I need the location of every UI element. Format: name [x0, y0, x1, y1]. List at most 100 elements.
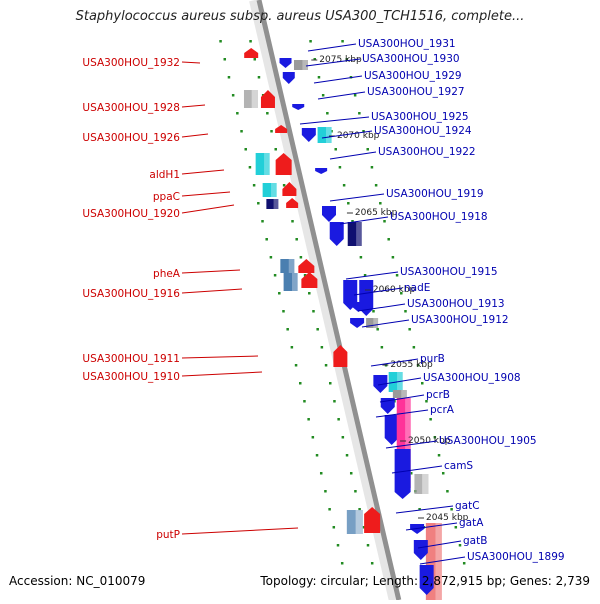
guide-dot	[354, 490, 357, 493]
guide-dot	[358, 112, 361, 115]
guide-dot	[309, 40, 312, 43]
reverse-gene-arrow	[282, 72, 295, 84]
guide-dot	[421, 382, 424, 385]
gene-label-right: USA300HOU_1919	[386, 188, 484, 200]
leader-line-right	[339, 216, 389, 225]
guide-dot	[404, 310, 407, 313]
gene-label-right: USA300HOU_1915	[400, 266, 498, 278]
forward-gene-arrow	[301, 272, 318, 288]
guide-dot	[366, 148, 369, 151]
guide-dot	[291, 220, 294, 223]
guide-dot	[334, 148, 337, 151]
reverse-gene-arrow	[279, 58, 292, 68]
guide-dot	[332, 526, 336, 529]
gene-label-right: camS	[444, 460, 473, 472]
guide-dot	[261, 220, 264, 223]
guide-dot	[282, 310, 285, 313]
leader-line-right	[405, 522, 458, 531]
leader-line-left	[181, 371, 263, 377]
guide-dot	[236, 112, 239, 115]
reverse-gene-arrow	[373, 375, 388, 393]
guide-dot	[299, 256, 303, 259]
guide-dot	[319, 472, 323, 475]
gene-label-left: USA300HOU_1911	[82, 353, 180, 365]
kbp-tick-label: 2045 kbp	[426, 513, 469, 523]
leader-line-right	[417, 540, 462, 549]
gene-block-shade	[251, 90, 258, 108]
guide-dot	[273, 274, 277, 277]
guide-dot	[351, 220, 354, 223]
reverse-gene-arrow	[329, 222, 344, 246]
guide-dot	[362, 526, 366, 529]
leader-line-right	[391, 465, 443, 474]
gene-block	[293, 60, 308, 70]
leader-line-left	[181, 355, 259, 359]
guide-dot	[391, 256, 395, 259]
guide-dot	[412, 346, 416, 349]
gene-label-left: USA300HOU_1932	[82, 57, 180, 69]
gene-label-left: ppaC	[153, 191, 180, 203]
gene-block-shade	[264, 153, 270, 175]
gene-block	[346, 510, 363, 534]
forward-gene-arrow	[364, 507, 381, 533]
gene-block	[266, 199, 279, 209]
gene-label-right: USA300HOU_1925	[371, 111, 469, 123]
guide-dot	[227, 76, 231, 79]
kbp-tick-label: 2065 kbp	[355, 208, 398, 218]
gene-label-right: pcrA	[430, 404, 455, 416]
gene-label-left: USA300HOU_1910	[82, 371, 180, 383]
guide-dot	[303, 400, 306, 403]
reverse-gene-arrow	[394, 449, 411, 499]
reverse-gene-arrow	[384, 415, 399, 445]
guide-dot	[282, 184, 286, 187]
guide-dot	[299, 382, 302, 385]
guide-dot	[312, 310, 315, 313]
guide-dot	[324, 490, 327, 493]
topology-text: Topology: circular; Length: 2,872,915 bp…	[260, 574, 590, 588]
forward-gene-arrow	[286, 198, 299, 208]
guide-dot	[379, 202, 382, 205]
guide-dot	[372, 310, 375, 313]
guide-dot	[374, 184, 378, 187]
gene-label-right: gatB	[463, 535, 487, 547]
leader-line-right	[377, 377, 422, 386]
guide-dot	[316, 328, 319, 331]
leader-line-right	[299, 116, 370, 125]
guide-dot	[345, 58, 349, 61]
guide-dot	[395, 274, 399, 277]
gene-block	[283, 273, 298, 291]
guide-dot	[383, 220, 386, 223]
guide-dot	[409, 472, 413, 475]
guide-dot	[303, 274, 307, 277]
leader-line-left	[181, 61, 201, 64]
guide-dot	[265, 238, 268, 241]
leader-line-right	[385, 440, 438, 449]
gene-block-shade	[355, 510, 363, 534]
guide-dot	[366, 544, 370, 547]
gene-label-right: USA300HOU_1899	[467, 551, 565, 563]
guide-dot	[317, 76, 321, 79]
guide-dot	[454, 526, 458, 529]
guide-dot	[248, 166, 252, 169]
guide-dot	[286, 328, 289, 331]
guide-dot	[418, 508, 421, 511]
guide-dot	[341, 40, 344, 43]
reverse-gene-arrow	[419, 565, 434, 595]
leader-line-right	[305, 58, 361, 67]
gene-block	[366, 318, 379, 328]
guide-dot	[458, 544, 462, 547]
leader-line-left	[181, 104, 206, 108]
leader-line-right	[357, 303, 406, 312]
guide-dot	[450, 508, 453, 511]
gene-label-left: USA300HOU_1920	[82, 208, 180, 220]
guide-dot	[425, 400, 428, 403]
guide-dot	[240, 130, 243, 133]
gene-block-shade	[288, 259, 295, 273]
gene-block-shade	[405, 398, 411, 488]
leader-line-right	[345, 271, 399, 280]
leader-line-left	[181, 204, 235, 214]
kbp-tick-label: 2055 kbp	[390, 360, 433, 370]
leader-line-right	[307, 43, 357, 52]
guide-dot	[223, 58, 227, 61]
